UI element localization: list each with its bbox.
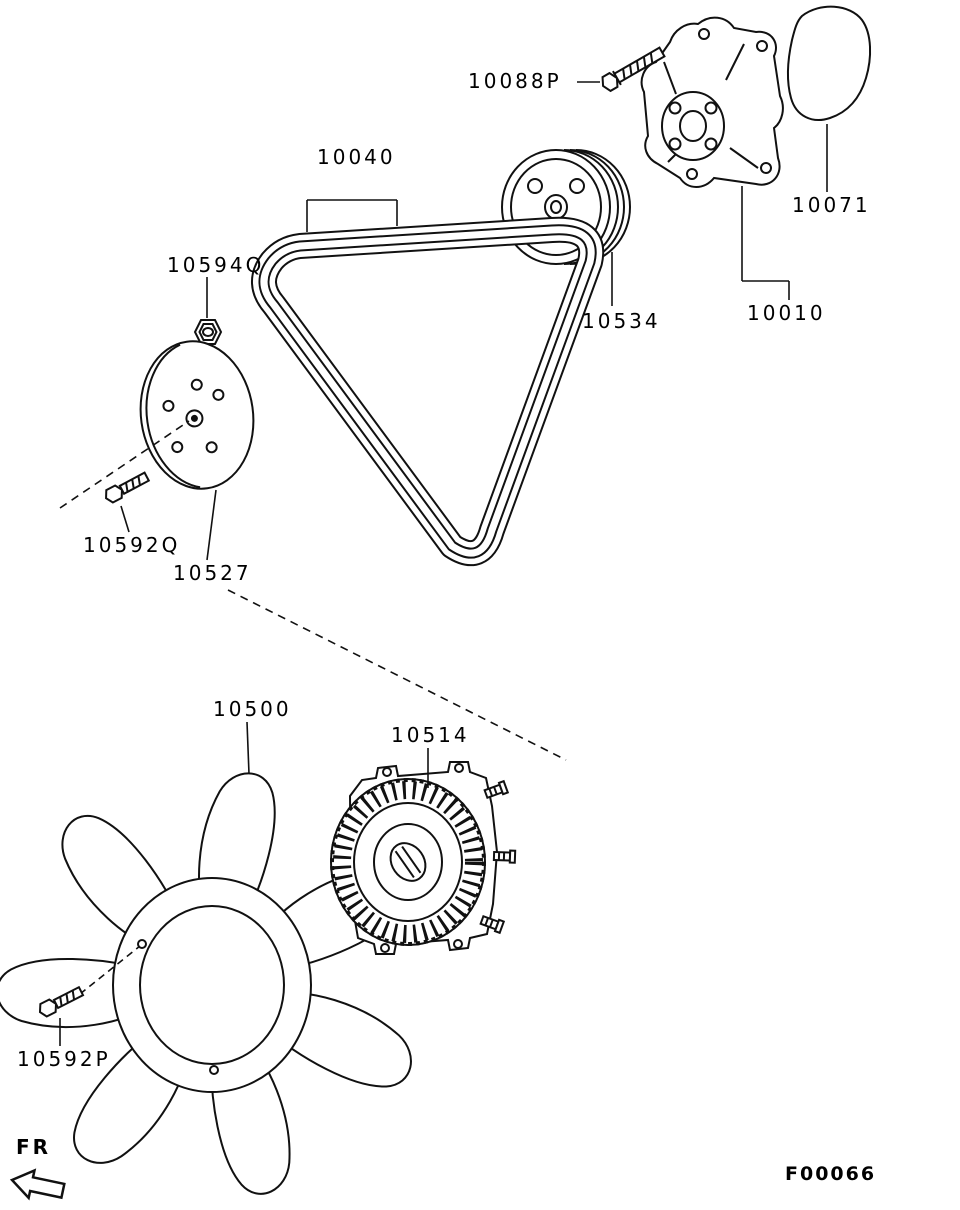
part-label-10592p: 10592P	[17, 1047, 111, 1071]
water-pump-gasket	[787, 5, 872, 121]
part-label-10592q: 10592Q	[83, 533, 181, 557]
clutch-stud	[483, 779, 510, 800]
clutch-stud	[479, 914, 506, 935]
clutch-stud	[492, 849, 517, 864]
part-label-10514: 10514	[391, 723, 470, 747]
fr-direction-arrow-icon	[9, 1168, 66, 1201]
bolt-10592p	[38, 985, 85, 1018]
water-pump	[640, 16, 784, 188]
bolt-10088p	[601, 46, 666, 93]
part-label-10527: 10527	[173, 561, 252, 585]
fan-spacer-plate	[139, 340, 255, 490]
bolt-10592q	[105, 471, 151, 504]
cooling-fan	[0, 772, 412, 1195]
fan-clutch	[330, 761, 517, 955]
part-label-10071: 10071	[792, 193, 871, 217]
part-label-10534: 10534	[582, 309, 661, 333]
fr-direction-label: FR	[16, 1135, 52, 1159]
nut-10594q	[193, 319, 223, 345]
drive-belt	[251, 216, 605, 567]
pulley	[501, 149, 631, 265]
figure-code: F00066	[785, 1163, 877, 1185]
part-label-10040: 10040	[317, 145, 396, 169]
part-label-10500: 10500	[213, 697, 292, 721]
part-label-10088p: 10088P	[468, 69, 562, 93]
part-label-10594q: 10594Q	[167, 253, 265, 277]
leader-lines	[59, 81, 828, 1075]
part-label-10010: 10010	[747, 301, 826, 325]
